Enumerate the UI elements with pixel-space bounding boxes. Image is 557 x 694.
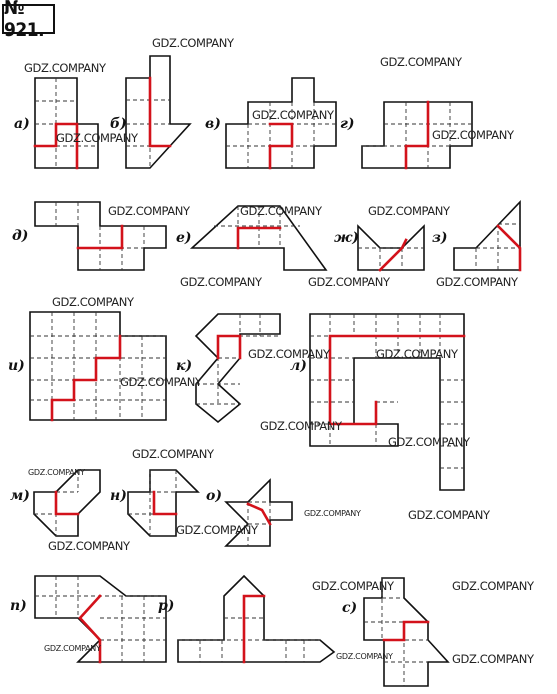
watermark: GDZ.COMPANY bbox=[260, 419, 343, 433]
figure-z bbox=[453, 200, 522, 272]
watermark: GDZ.COMPANY bbox=[436, 275, 519, 289]
watermark: GDZ.COMPANY bbox=[376, 347, 459, 361]
watermark: GDZ.COMPANY bbox=[388, 435, 471, 449]
label-k: к) bbox=[176, 358, 192, 374]
figure-s bbox=[363, 577, 450, 687]
label-zh: ж) bbox=[334, 230, 359, 246]
watermark: GDZ.COMPANY bbox=[56, 131, 139, 145]
label-i: и) bbox=[8, 358, 25, 374]
watermark: GDZ.COMPANY bbox=[308, 275, 391, 289]
figure-m bbox=[33, 469, 101, 537]
figure-i bbox=[29, 311, 167, 422]
watermark: GDZ.COMPANY bbox=[108, 204, 191, 218]
label-v: в) bbox=[205, 116, 221, 132]
label-a: а) bbox=[14, 116, 30, 132]
figure-d bbox=[34, 201, 167, 271]
watermark: GDZ.COMPANY bbox=[180, 275, 263, 289]
figure-v bbox=[225, 77, 337, 170]
label-p: п) bbox=[10, 598, 27, 614]
exercise-number: № 921. bbox=[2, 0, 55, 41]
watermark: GDZ.COMPANY bbox=[380, 55, 463, 69]
figure-p bbox=[34, 575, 167, 664]
watermark: GDZ.COMPANY bbox=[52, 295, 135, 309]
figure-n bbox=[127, 469, 200, 537]
label-m: м) bbox=[10, 488, 30, 504]
watermark: GDZ.COMPANY bbox=[44, 644, 101, 653]
figure-zh bbox=[357, 224, 425, 272]
watermarks: GDZ.COMPANY GDZ.COMPANY GDZ.COMPANY GDZ.… bbox=[24, 36, 535, 666]
watermark: GDZ.COMPANY bbox=[452, 652, 535, 666]
watermark: GDZ.COMPANY bbox=[452, 579, 535, 593]
label-e: е) bbox=[176, 230, 192, 246]
watermark: GDZ.COMPANY bbox=[408, 508, 491, 522]
watermark: GDZ.COMPANY bbox=[28, 468, 85, 477]
figure-o bbox=[224, 478, 293, 547]
label-r: р) bbox=[158, 598, 174, 614]
figure-g bbox=[361, 100, 473, 170]
figure-b bbox=[125, 55, 192, 169]
label-n: н) bbox=[110, 488, 127, 504]
label-z: з) bbox=[432, 230, 448, 246]
watermark: GDZ.COMPANY bbox=[368, 204, 451, 218]
figure-e bbox=[189, 205, 328, 271]
watermark: GDZ.COMPANY bbox=[248, 347, 331, 361]
watermark: GDZ.COMPANY bbox=[432, 128, 515, 142]
label-l: л) bbox=[290, 358, 307, 374]
watermark: GDZ.COMPANY bbox=[24, 61, 107, 75]
watermark: GDZ.COMPANY bbox=[252, 108, 335, 122]
figure-k bbox=[194, 313, 281, 424]
watermark: GDZ.COMPANY bbox=[240, 204, 323, 218]
label-g: г) bbox=[340, 116, 355, 132]
watermark: GDZ.COMPANY bbox=[176, 523, 259, 537]
label-d: д) bbox=[12, 228, 28, 244]
watermark: GDZ.COMPANY bbox=[304, 509, 361, 518]
figure-l bbox=[309, 313, 466, 491]
label-s: с) bbox=[342, 600, 357, 616]
label-b: б) bbox=[110, 116, 127, 132]
watermark: GDZ.COMPANY bbox=[152, 36, 235, 50]
watermark: GDZ.COMPANY bbox=[48, 539, 131, 553]
figure-r bbox=[177, 574, 336, 664]
watermark: GDZ.COMPANY bbox=[132, 447, 215, 461]
figure-a bbox=[33, 77, 99, 170]
watermark: GDZ.COMPANY bbox=[312, 579, 395, 593]
label-o: о) bbox=[206, 488, 222, 504]
watermark: GDZ.COMPANY bbox=[336, 652, 393, 661]
watermark: GDZ.COMPANY bbox=[120, 375, 203, 389]
